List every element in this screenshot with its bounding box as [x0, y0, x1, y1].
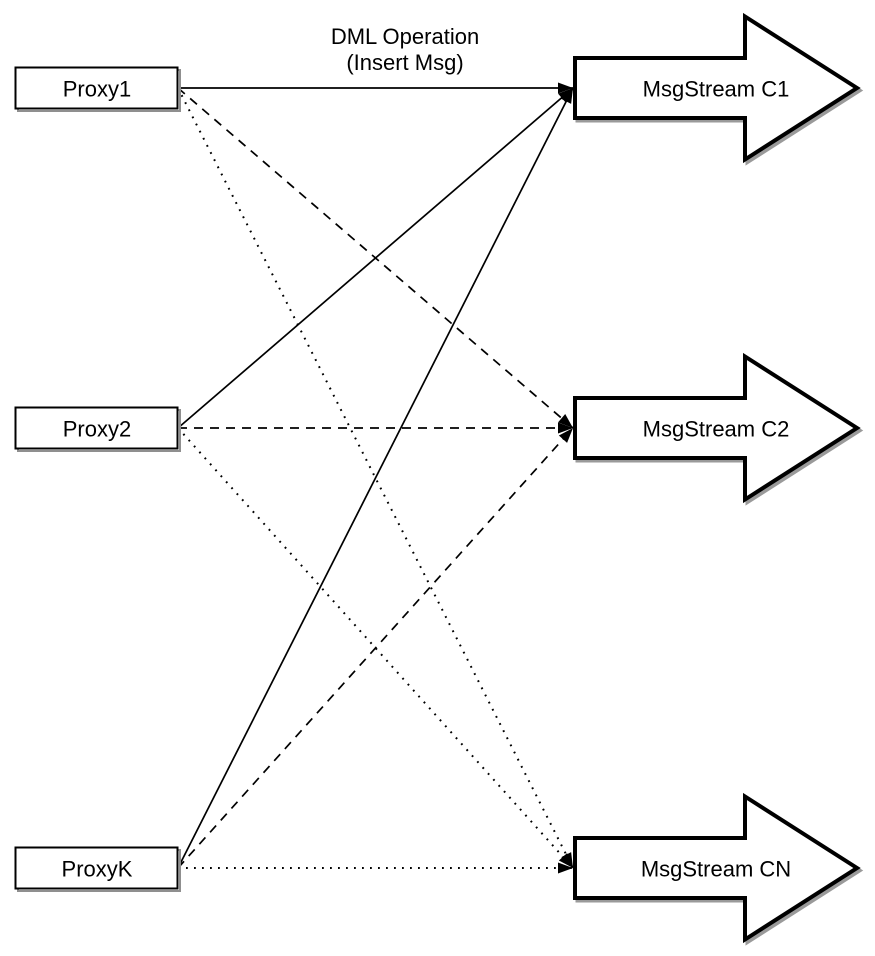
edge-proxy1-cn — [177, 87, 574, 869]
edge-proxy2-c1 — [177, 87, 574, 429]
edges-layer — [177, 82, 574, 874]
msgstream-c2-arrow — [573, 352, 861, 504]
edge-label: DML Operation (Insert Msg) — [331, 24, 479, 75]
msgstream-c1-arrow — [573, 12, 861, 164]
edge-proxyk-c1 — [177, 87, 574, 869]
msgstream-c1-node: MsgStream C1 — [573, 12, 864, 166]
proxy2-node: Proxy2 — [14, 406, 181, 452]
proxyk-label: ProxyK — [62, 857, 133, 882]
proxy2-box — [14, 406, 179, 450]
msgstream-c1-label: MsgStream C1 — [643, 77, 790, 102]
msgstream-c2-label: MsgStream C2 — [643, 417, 790, 442]
proxy1-label: Proxy1 — [63, 77, 131, 102]
msgstream-c2-node: MsgStream C2 — [573, 352, 864, 506]
edge-proxyk-c2 — [177, 427, 574, 869]
proxyk-box — [14, 846, 179, 890]
proxy1-node: Proxy1 — [14, 66, 181, 112]
edge-label-line2: (Insert Msg) — [346, 50, 463, 75]
proxy1-box — [14, 66, 179, 110]
msgstream-cn-arrow — [573, 792, 861, 944]
msgstream-cn-label: MsgStream CN — [641, 857, 791, 882]
proxy2-label: Proxy2 — [63, 417, 131, 442]
msgstream-cn-node: MsgStream CN — [573, 792, 864, 946]
proxyk-node: ProxyK — [14, 846, 181, 892]
edge-label-line1: DML Operation — [331, 24, 479, 49]
